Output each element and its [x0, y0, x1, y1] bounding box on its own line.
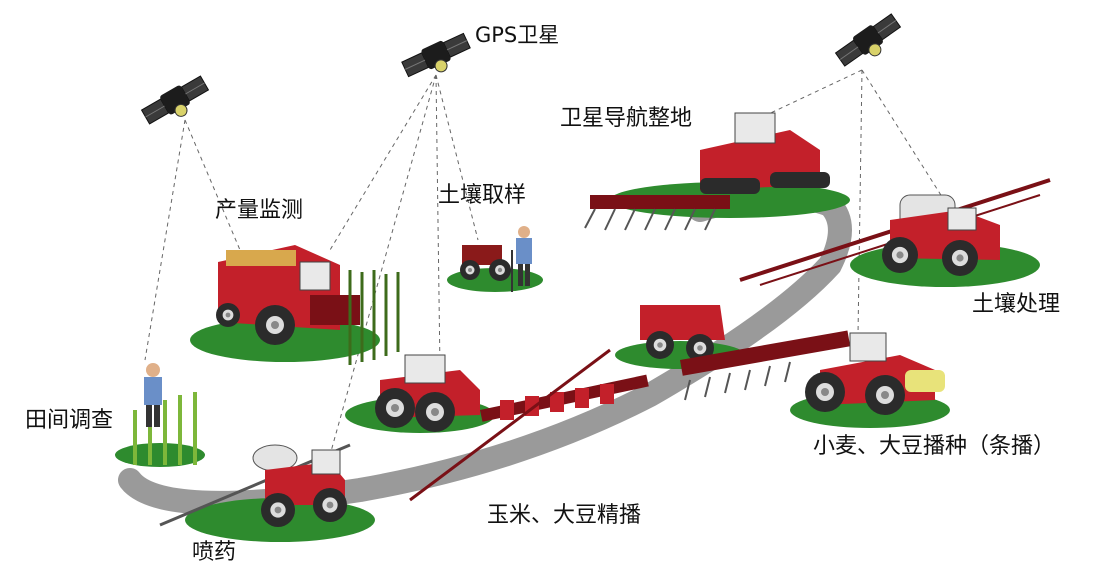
- soil-treatment-label: 土壤处理: [972, 292, 1061, 317]
- tractor-icon: [345, 354, 495, 433]
- farmer-icon: [511, 226, 532, 292]
- gps-signal-lines: [144, 69, 945, 456]
- field-survey-label: 田间调查: [25, 408, 114, 433]
- air-drill-icon: [679, 330, 851, 401]
- land-prep-label: 卫星导航整地: [560, 106, 693, 131]
- spraying-vehicle-icon: [159, 443, 375, 542]
- gps-satellite-label: GPS卫星: [475, 23, 560, 47]
- wheat-soy-seeding-label: 小麦、大豆播种（条播）: [813, 434, 1056, 459]
- satellite-icon: [139, 72, 214, 134]
- satellite-icon: [833, 10, 907, 75]
- farmer-icon: [144, 363, 162, 427]
- precision-planter-icon: [409, 348, 649, 502]
- four-wheel-tractor-icon: [790, 332, 950, 428]
- yield-monitor-label: 产量监测: [215, 198, 304, 223]
- combine-harvester-icon: [190, 245, 400, 365]
- satellite-icon: [400, 30, 475, 87]
- spraying-label: 喷药: [192, 540, 237, 565]
- corn-soy-planting-label: 玉米、大豆精播: [487, 503, 642, 528]
- soil-sampling-label: 土壤取样: [438, 183, 527, 208]
- soil-treatment-sprayer-icon: [739, 178, 1051, 287]
- field-survey-crops-icon: [115, 392, 205, 467]
- land-prep-tractor-icon: [584, 112, 850, 231]
